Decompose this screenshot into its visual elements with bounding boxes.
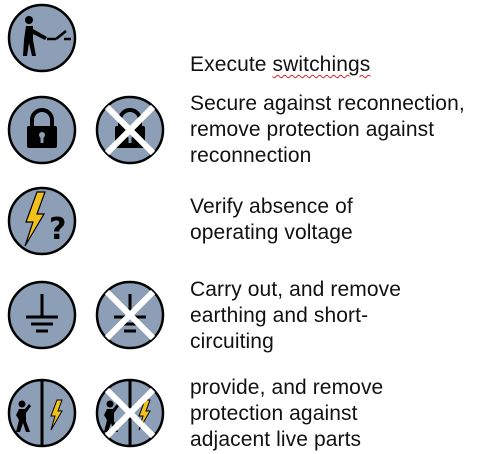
live-parts-barrier-icon [7, 378, 77, 448]
rule-execute-switchings-text: Execute switchings [190, 53, 371, 76]
padlock-icon [7, 95, 77, 165]
voltage-question-icon: ? [7, 186, 77, 256]
rule-secure-reconnection-text: Secure against reconnection, remove prot… [190, 92, 465, 167]
rule-earthing-text: Carry out, and remove earthing and short… [190, 278, 402, 353]
rule-verify-voltage-text: Verify absence of operating voltage [190, 195, 353, 244]
padlock-crossed-icon [95, 95, 165, 165]
person-switch-icon [7, 3, 77, 73]
svg-text:?: ? [49, 212, 66, 247]
rule-live-parts-text: provide, and remove protection against a… [190, 376, 384, 451]
earth-icon [7, 280, 77, 350]
spell-flagged-word[interactable]: switchings [272, 53, 371, 76]
earth-crossed-icon [95, 280, 165, 350]
live-parts-barrier-crossed-icon [95, 378, 165, 448]
